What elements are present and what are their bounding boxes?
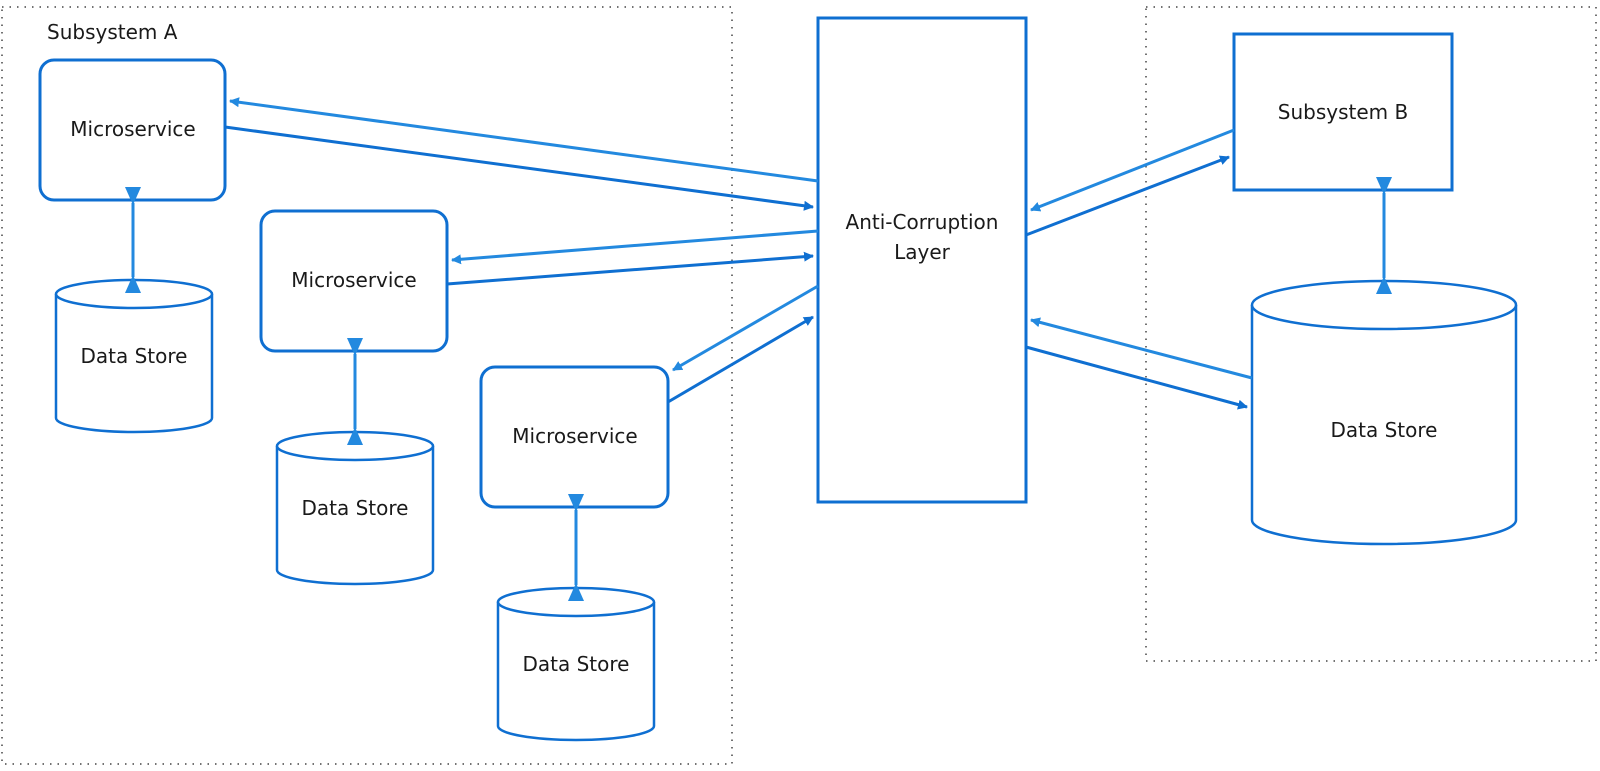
subsystem-b-box: Subsystem B <box>1232 32 1454 192</box>
subsystem-a-boundary: Subsystem A <box>1 6 733 765</box>
arrow-subsysb-to-acl <box>1030 128 1235 212</box>
subsystem-a-label: Subsystem A <box>47 20 178 44</box>
subsystem-b-label: Subsystem B <box>1278 100 1408 124</box>
microservice-2-label: Microservice <box>291 268 416 292</box>
arrow-ms3-to-acl <box>667 315 814 404</box>
microservice-3: Microservice <box>479 365 670 509</box>
arrow-acl-to-subsysb <box>1025 155 1230 237</box>
arrow-acl-to-storeb <box>1025 345 1248 410</box>
arrow-storeb-to-acl <box>1030 317 1253 380</box>
service-store-connectors <box>125 177 1392 601</box>
acl-label-line1: Anti-Corruption <box>846 210 999 234</box>
data-store-1-label: Data Store <box>81 344 188 368</box>
anti-corruption-layer: Anti-Corruption Layer <box>816 16 1028 504</box>
microservice-1-label: Microservice <box>70 117 195 141</box>
microservice-2: Microservice <box>259 209 449 353</box>
arrow-acl-to-ms2 <box>451 229 819 265</box>
data-store-2-label: Data Store <box>302 496 409 520</box>
acl-label-line2: Layer <box>894 240 951 264</box>
subsystem-b-boundary <box>1145 6 1597 662</box>
arrow-acl-to-ms3 <box>672 284 819 372</box>
microservice-1: Microservice <box>38 58 227 202</box>
acl-arrows <box>224 97 1253 410</box>
arrow-acl-to-ms1 <box>229 97 819 183</box>
arrow-ms1-to-acl <box>224 125 814 211</box>
data-store-b-label: Data Store <box>1331 418 1438 442</box>
data-store-3-label: Data Store <box>523 652 630 676</box>
data-store-1: Data Store <box>54 278 214 434</box>
data-store-3: Data Store <box>496 586 656 742</box>
arrow-ms2-to-acl <box>446 251 814 286</box>
data-store-2: Data Store <box>275 430 435 586</box>
microservice-3-label: Microservice <box>512 424 637 448</box>
data-store-b: Data Store <box>1250 279 1518 546</box>
